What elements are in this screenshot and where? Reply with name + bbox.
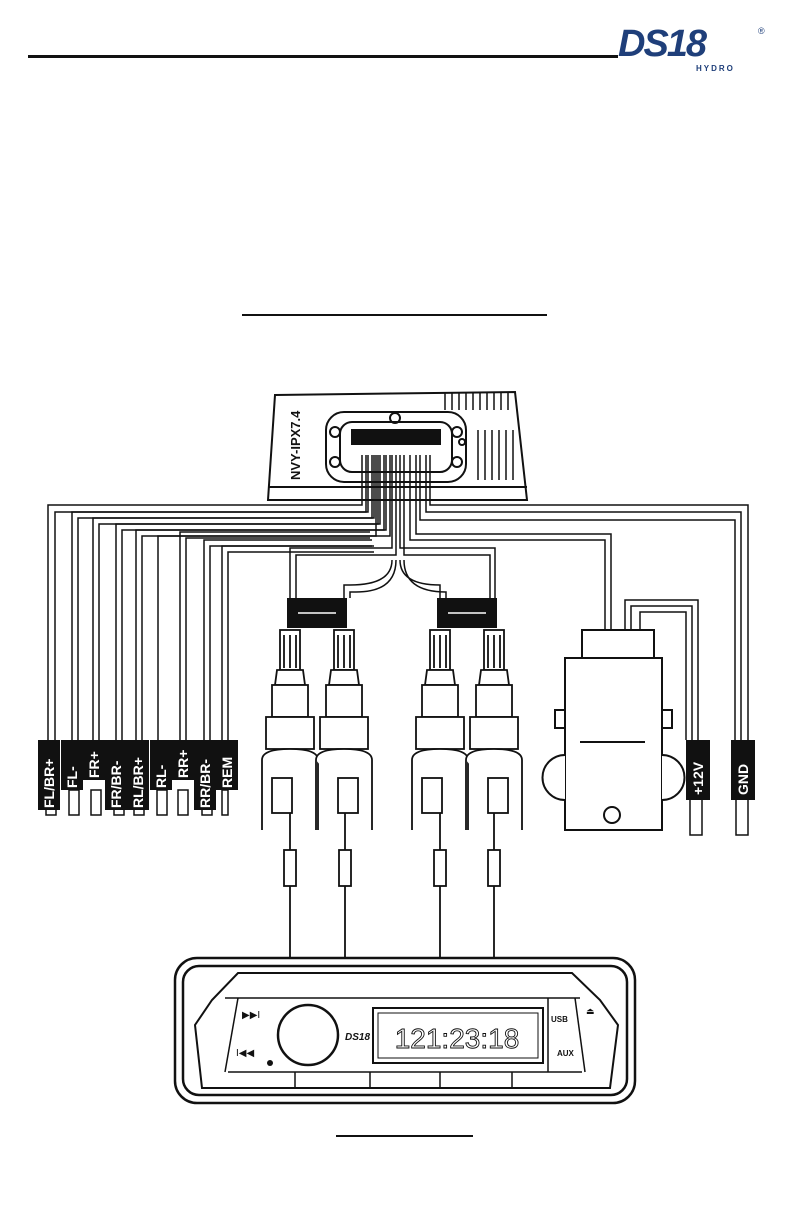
- wire-label: RR+: [175, 750, 191, 778]
- aux-port-label: AUX: [557, 1049, 575, 1058]
- wire-label: RL/BR+: [130, 757, 146, 808]
- rca-connectors: [262, 630, 522, 830]
- usb-port-label: USB: [551, 1015, 568, 1024]
- amplifier: [268, 392, 527, 500]
- volume-knob[interactable]: [278, 1005, 338, 1065]
- wire-label: FL/BR+: [41, 759, 57, 808]
- power-label-positive: +12V: [690, 761, 706, 795]
- amplifier-model: NVY-IPX7.4: [288, 410, 303, 480]
- wire-label: RL-: [153, 764, 169, 788]
- prev-track-button[interactable]: I◀◀: [236, 1048, 254, 1059]
- mic-hole: [267, 1060, 273, 1066]
- fuse-holder: [543, 630, 685, 830]
- wire-label: FR+: [86, 751, 102, 778]
- wire-label: FR/BR-: [108, 760, 124, 808]
- wire-label: FL-: [64, 766, 80, 788]
- display-readout: 121:23:18: [395, 1023, 520, 1054]
- wire-label: REM: [219, 757, 235, 788]
- footer-underline: [336, 1135, 473, 1137]
- eject-icon[interactable]: ⏏: [586, 1006, 595, 1016]
- rca-cables: [284, 813, 500, 958]
- wire-label: RR/BR-: [197, 759, 213, 808]
- next-track-button[interactable]: ▶▶I: [242, 1010, 260, 1021]
- head-unit-brand: DS18: [345, 1032, 370, 1043]
- power-label-ground: GND: [735, 764, 751, 795]
